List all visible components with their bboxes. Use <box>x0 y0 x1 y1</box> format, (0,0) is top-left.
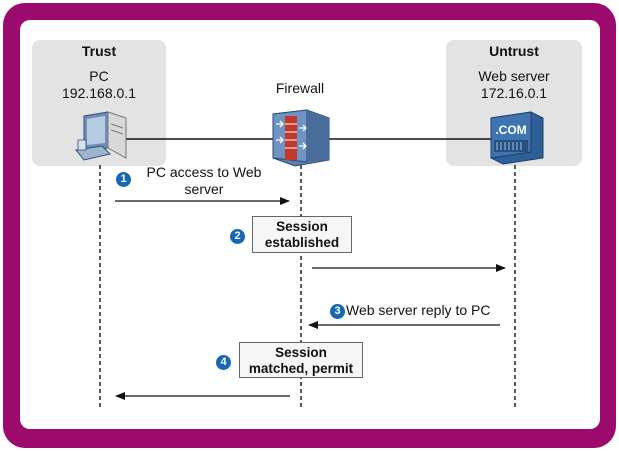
step4-badge: 4 <box>216 355 231 370</box>
step1-label-line2: server <box>184 181 224 197</box>
step1-label-line1: PC access to Web <box>146 164 262 180</box>
step1-label: PC access to Web server <box>138 164 270 198</box>
trust-zone-title: Trust <box>81 43 117 59</box>
firewall-icon <box>272 109 330 167</box>
step3-badge: 3 <box>330 304 345 319</box>
web-server-icon: .COM <box>490 111 544 165</box>
pc-label: PC 192.168.0.1 <box>32 68 166 102</box>
session-matched-box: Session matched, permit <box>239 342 363 378</box>
pc-ip: 192.168.0.1 <box>62 85 136 101</box>
step2-badge: 2 <box>230 229 245 244</box>
web-server-icon-text: .COM <box>495 123 526 137</box>
web-server-label: Web server 172.16.0.1 <box>446 68 582 102</box>
pc-name: PC <box>89 68 109 84</box>
pc-icon <box>75 111 127 161</box>
web-server-name: Web server <box>478 68 550 84</box>
step4-label-line2: matched, permit <box>248 361 354 376</box>
session-established-box: Session established <box>252 216 352 253</box>
step1-badge: 1 <box>116 172 131 187</box>
step4-label-line1: Session <box>275 345 327 360</box>
web-server-ip: 172.16.0.1 <box>480 85 548 101</box>
firewall-label: Firewall <box>275 80 325 96</box>
step2-label-line2: established <box>264 235 340 250</box>
untrust-zone-title: Untrust <box>489 43 539 59</box>
step3-label: Web server reply to PC <box>346 302 491 318</box>
step2-label-line1: Session <box>276 219 328 234</box>
